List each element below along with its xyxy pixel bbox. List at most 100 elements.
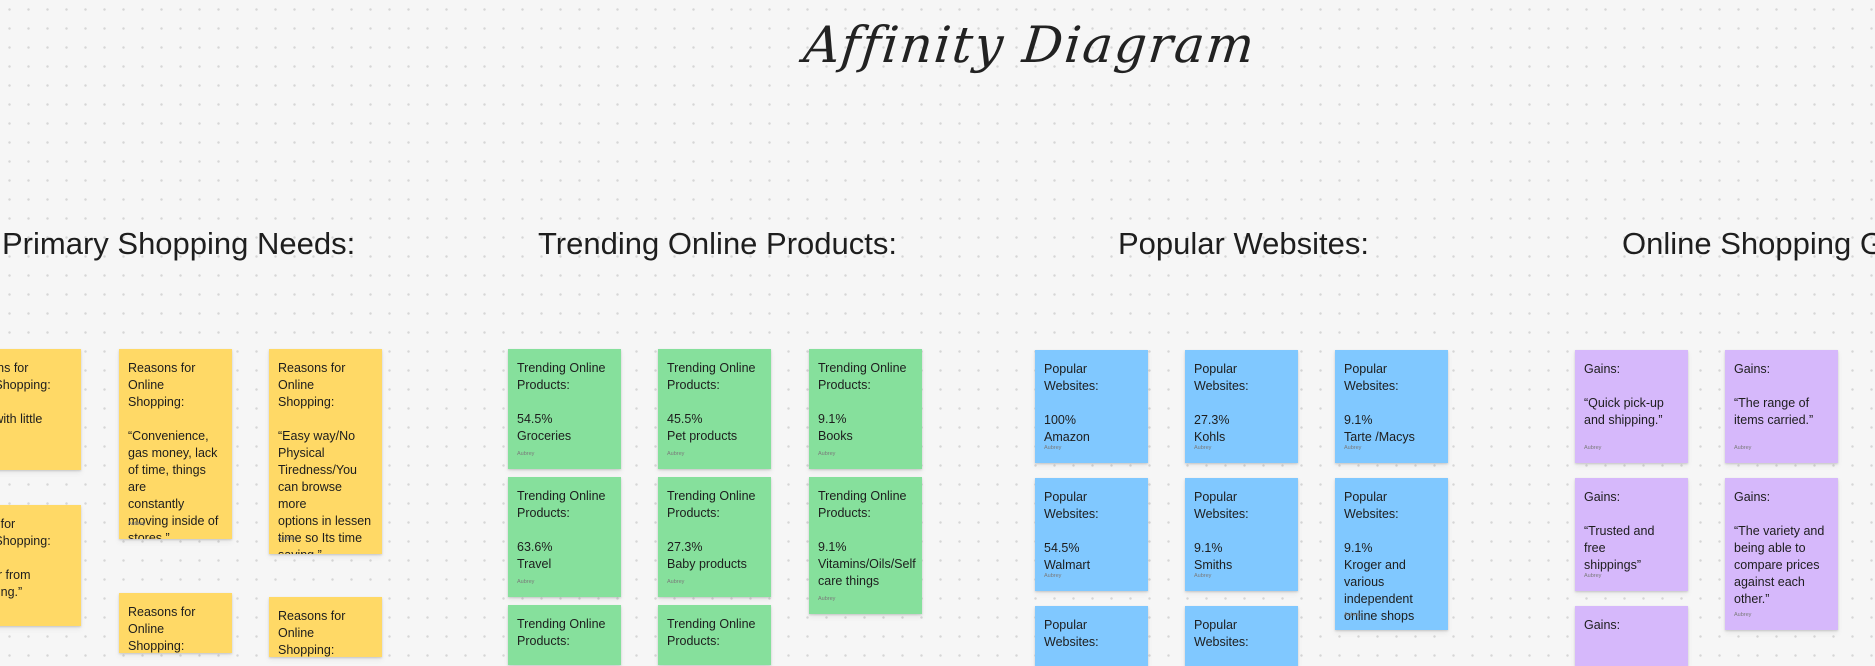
- note-text-line: Physical: [278, 446, 325, 460]
- note-text-line: Trending Online: [517, 617, 606, 631]
- note-text-line: Trending Online: [667, 617, 756, 631]
- note-text-line: Popular Websites:: [1194, 618, 1249, 649]
- note-author: Aubrey: [1734, 445, 1752, 451]
- note-author: Aubrey: [517, 451, 535, 457]
- note-text-line: Products:: [517, 378, 570, 392]
- sticky-note-websites[interactable]: Popular Websites:: [1035, 606, 1148, 666]
- note-text-line: and shipping.”: [1584, 413, 1663, 427]
- note-text-line: Popular Websites:: [1044, 618, 1099, 649]
- note-author: Aubrey: [1044, 445, 1062, 451]
- note-text-line: [1194, 523, 1289, 540]
- note-text-line: 54.5%: [1044, 541, 1080, 555]
- section-title-trending-online-products: Trending Online Products:: [538, 226, 897, 261]
- note-text-line: Online Shopping:: [128, 378, 185, 409]
- note-text-line: Books: [818, 429, 853, 443]
- note-text-line: other.”: [1734, 592, 1770, 606]
- sticky-note-gains[interactable]: Gains: “Quick pick-up and shipping.” Aubre…: [1575, 350, 1688, 463]
- note-text-line: Kohls: [1194, 430, 1226, 444]
- note-text-line: .”: [0, 428, 72, 445]
- section-title-primary-shopping-needs: Primary Shopping Needs:: [2, 226, 356, 261]
- section-title-online-shopping-gains: Online Shopping G: [1622, 226, 1875, 261]
- note-text-line: gas money, lack: [128, 446, 218, 460]
- note-text-line: being able to: [1734, 541, 1806, 555]
- note-text-line: Popular Websites:: [1044, 490, 1099, 521]
- section-title-popular-websites: Popular Websites:: [1118, 226, 1369, 261]
- note-text-line: Products:: [818, 378, 871, 392]
- note-text-line: ne Shopping:: [0, 378, 51, 392]
- note-author: Aubrey: [1584, 573, 1602, 579]
- note-text-line: 9.1%: [818, 412, 847, 426]
- note-text-line: shippings”: [1584, 558, 1641, 572]
- sticky-note-gains[interactable]: Gains:: [1575, 606, 1688, 666]
- note-text-line: [1194, 395, 1289, 412]
- note-text-line: [1734, 506, 1829, 523]
- note-text-line: Walmart: [1044, 558, 1091, 572]
- note-text-line: 9.1%: [818, 540, 847, 554]
- note-author: Aubrey: [1194, 445, 1212, 451]
- note-text-line: [1044, 395, 1139, 412]
- note-author: Aubrey: [517, 579, 535, 585]
- note-text-line: Travel: [517, 557, 552, 571]
- note-text-line: Pet products: [667, 429, 738, 443]
- note-text-line: Online Shopping:: [278, 378, 335, 409]
- note-text-line: Tarte /Macys: [1344, 430, 1415, 444]
- note-author: Aubrey: [1584, 445, 1602, 451]
- note-text-line: [667, 522, 762, 539]
- note-text-line: Gains:: [1734, 362, 1771, 376]
- note-text-line: Popular Websites:: [1044, 362, 1099, 393]
- note-text-line: “Easy way/No: [278, 429, 356, 443]
- note-text-line: [667, 394, 762, 411]
- sticky-note-primary[interactable]: ons forne Shopping: e far fromrything.”: [0, 505, 81, 626]
- note-text-line: [818, 394, 913, 411]
- note-text-line: Popular Websites:: [1344, 490, 1399, 521]
- note-author: Aubrey: [1344, 445, 1362, 451]
- note-text-line: Smiths: [1194, 558, 1233, 572]
- note-text-line: Online Shopping:: [128, 622, 185, 653]
- note-text-line: Kroger and: [1344, 558, 1406, 572]
- note-text-line: [128, 411, 223, 428]
- note-author: Aubrey: [818, 596, 836, 602]
- note-text-line: “Trusted and free: [1584, 524, 1655, 555]
- note-author: Aubrey: [818, 451, 836, 457]
- note-text-line: Tiredness/You: [278, 463, 357, 477]
- note-text-line: various: [1344, 575, 1385, 589]
- note-text-line: Gains:: [1734, 490, 1771, 504]
- note-author: Aubrey: [1194, 573, 1212, 579]
- note-text-line: online shops: [1344, 609, 1415, 623]
- note-text-line: 9.1%: [1344, 541, 1373, 555]
- note-text-line: stores.”: [128, 531, 170, 539]
- note-text-line: moving inside of: [128, 514, 219, 528]
- note-text-line: “Convenience,: [128, 429, 209, 443]
- note-text-line: 9.1%: [1344, 413, 1373, 427]
- note-text-line: Trending Online: [667, 489, 756, 503]
- note-text-line: “Quick pick-up: [1584, 396, 1664, 410]
- note-text-line: Gains:: [1584, 362, 1621, 376]
- note-text-line: Baby products: [667, 557, 747, 571]
- sticky-note-websites[interactable]: Popular Websites:: [1185, 606, 1298, 666]
- note-text-line: asons for: [0, 361, 29, 375]
- sticky-note-primary[interactable]: asons forne Shopping: ier with little.”: [0, 349, 81, 470]
- note-text-line: Vitamins/Oils/Self: [818, 557, 916, 571]
- note-text-line: 27.3%: [1194, 413, 1230, 427]
